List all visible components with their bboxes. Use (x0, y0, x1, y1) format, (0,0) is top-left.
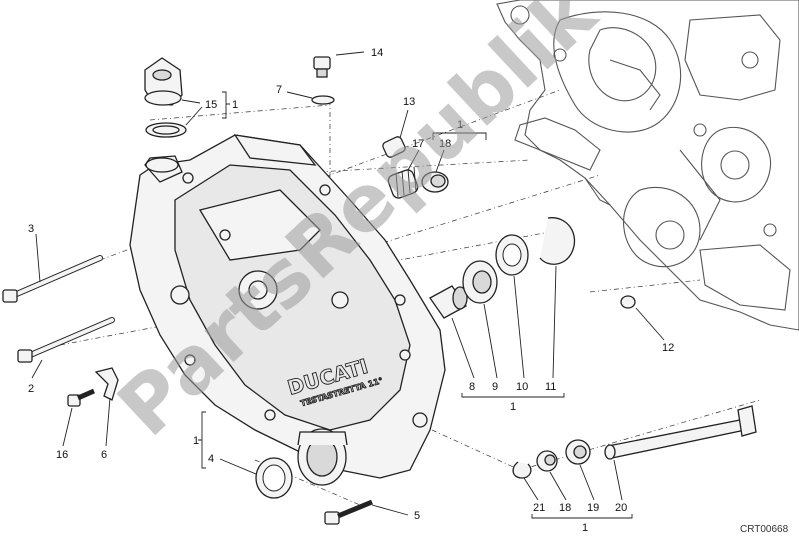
oil-seal-9 (462, 260, 498, 304)
callout-20: 20 (615, 502, 627, 514)
callout-10: 10 (516, 381, 528, 393)
cable-clip (94, 367, 119, 401)
callout-1-cap: 1 (232, 99, 238, 111)
callout-12: 12 (662, 342, 674, 354)
screw-plug (313, 56, 331, 78)
spring (387, 166, 419, 199)
bushing-upper (421, 171, 449, 193)
plug-washer (311, 95, 335, 105)
callout-18-upper: 18 (439, 138, 451, 150)
callout-5: 5 (414, 510, 420, 522)
callout-13: 13 (403, 96, 415, 108)
bushing-lower-18 (536, 450, 558, 472)
clutch-cover (129, 134, 446, 486)
long-screw-2 (17, 317, 115, 363)
bushing-8 (429, 285, 468, 319)
callout-labels: 14 7 15 1 13 1 17 18 3 12 8 9 10 11 1 2 … (28, 47, 674, 534)
clutch-pushrod-20 (604, 405, 757, 460)
dowel-pin (382, 136, 406, 158)
callout-1-seal: 1 (510, 401, 516, 413)
engine-crankcase (496, 0, 799, 331)
callout-14: 14 (371, 47, 383, 59)
reference-code: CRT00668 (740, 524, 789, 535)
o-ring-12 (620, 295, 636, 309)
callout-4: 4 (208, 453, 214, 465)
short-screw-16 (67, 388, 96, 407)
callout-1-pushrod: 1 (582, 522, 588, 534)
callout-7: 7 (276, 84, 282, 96)
callout-8: 8 (469, 381, 475, 393)
leader-lines (31, 51, 665, 519)
callout-15: 15 (205, 99, 217, 111)
washer-10 (495, 234, 529, 276)
circlip-11 (539, 217, 576, 265)
callout-16: 16 (56, 449, 68, 461)
screw-5 (324, 499, 373, 525)
filler-cap-o-ring-inner (152, 125, 180, 135)
callout-11: 11 (545, 381, 556, 393)
callout-9: 9 (492, 381, 498, 393)
callout-19: 19 (587, 502, 599, 514)
callout-1-cover: 1 (193, 435, 199, 447)
callout-21: 21 (533, 502, 545, 514)
circlip-21 (512, 461, 532, 479)
oil-filler-cap (144, 57, 183, 106)
callout-18-lower: 18 (559, 502, 571, 514)
callout-3: 3 (28, 223, 34, 235)
callout-1-spring: 1 (457, 119, 463, 131)
oil-seal-19 (565, 439, 591, 465)
inspection-gasket (255, 457, 293, 499)
callout-6: 6 (101, 449, 107, 461)
long-screw-3 (2, 255, 103, 303)
callout-17: 17 (412, 138, 424, 150)
callout-2: 2 (28, 383, 34, 395)
